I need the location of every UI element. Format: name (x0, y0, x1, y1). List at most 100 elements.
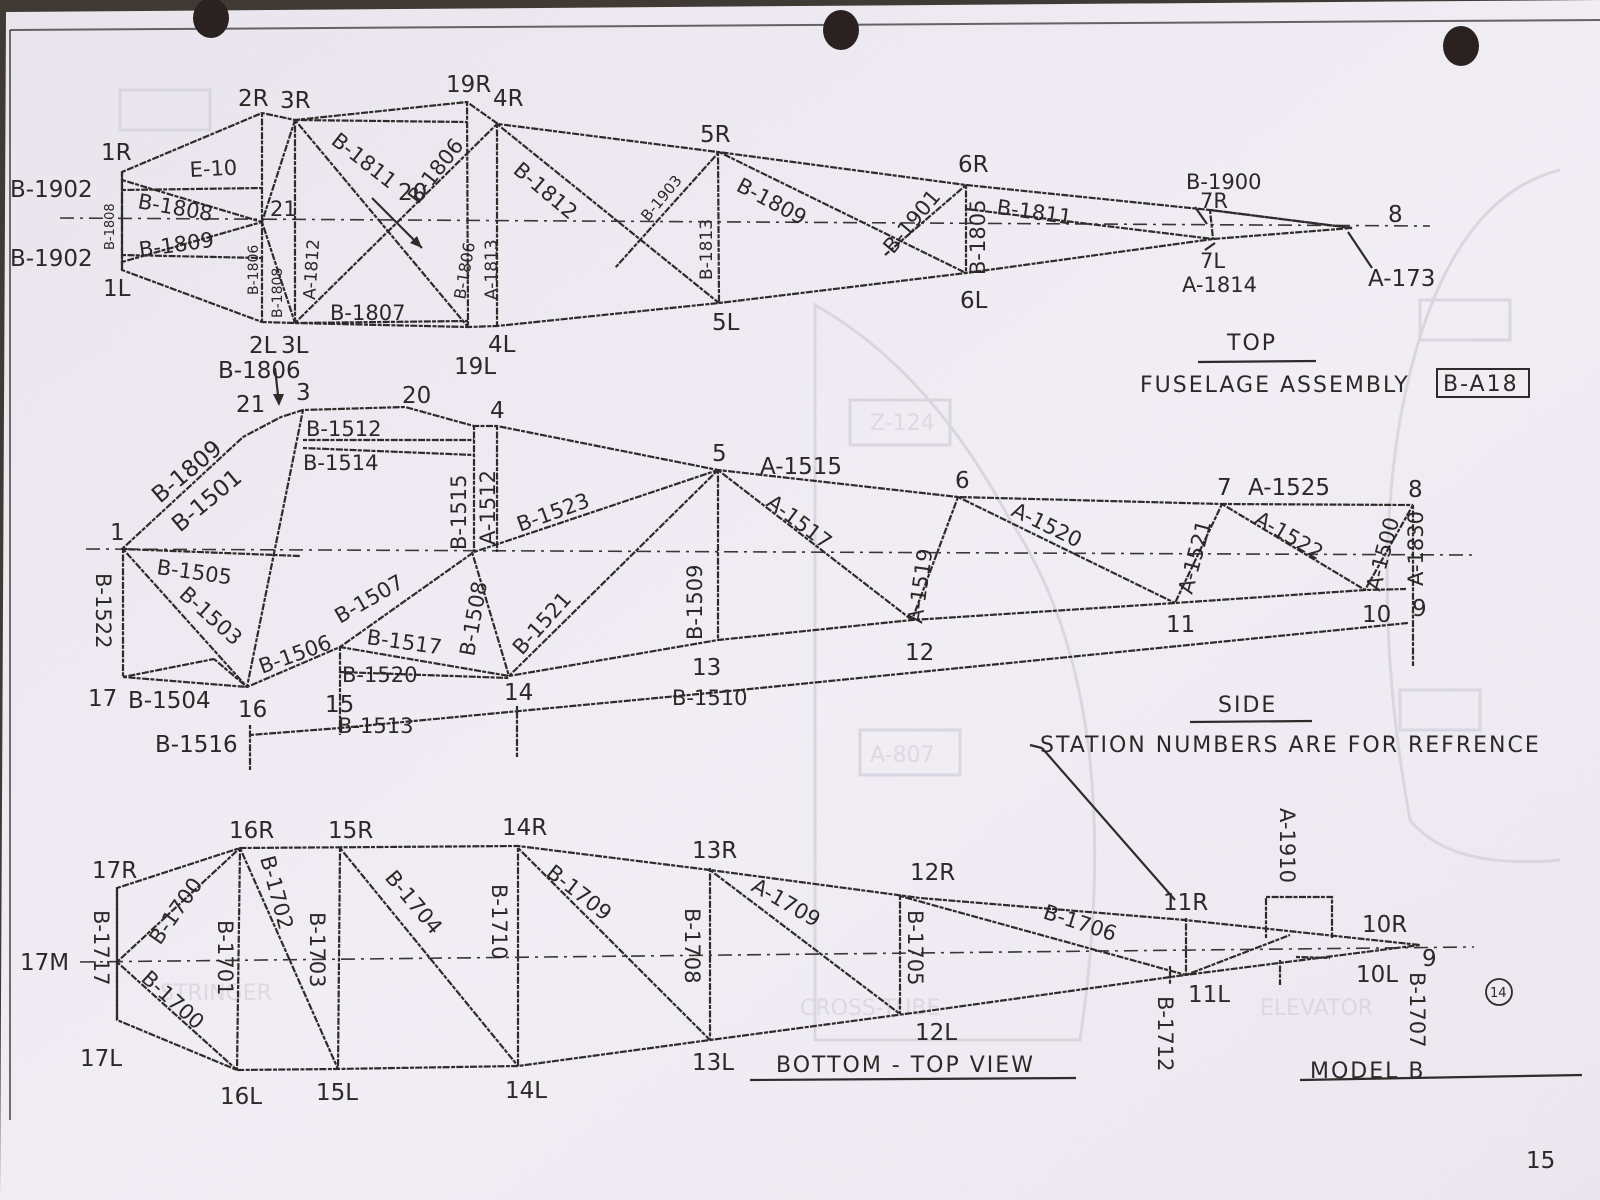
side-view-heading: SIDE (1218, 693, 1277, 718)
bottom-station-label: 15L (316, 1080, 358, 1106)
svg-text:Z-124: Z-124 (870, 411, 935, 436)
side-station-label: 14 (504, 680, 533, 706)
svg-text:STRINGER: STRINGER (160, 981, 272, 1006)
side-station-label: 7 (1217, 475, 1232, 501)
side-station-label: 21 (236, 392, 265, 418)
side-station-label: 4 (490, 398, 505, 424)
top-member-label: B-1813 (697, 219, 717, 280)
side-station-label: 17 (88, 686, 117, 712)
bottom-station-label: 10R (1362, 912, 1407, 938)
top-station-label: 2L (249, 333, 277, 359)
side-station-label: 16 (238, 697, 267, 723)
top-station-label: 4R (493, 86, 524, 112)
side-station-label: 12 (905, 640, 934, 666)
bottom-station-label: 13R (692, 838, 737, 864)
top-station-label: 5R (700, 122, 731, 148)
top-station-label: 6R (958, 152, 989, 178)
bottom-station-label: 17R (92, 858, 137, 884)
side-member-label: A-1830 (1404, 511, 1428, 586)
bottom-member-label: B-1703 (305, 912, 329, 987)
side-station-label: 3 (296, 380, 311, 406)
side-member-label: B-1515 (447, 475, 471, 550)
top-member-label: B-1807 (330, 301, 405, 325)
side-member-label: B-1516 (155, 732, 238, 758)
bottom-member-label: B-1708 (680, 908, 704, 983)
top-member-label: B-1805 (966, 200, 990, 275)
bottom-station-label: 16R (229, 818, 274, 844)
top-member-label: A-1812 (300, 238, 324, 300)
side-view: 21 3 20 4 5 6 7 8 1 17 16 15 14 13 12 11… (85, 380, 1541, 901)
top-member-label: B-1808 (270, 268, 286, 318)
assembly-number-box: B-A18 (1443, 372, 1519, 397)
bottom-member-label: B-1717 (89, 910, 113, 985)
top-station-label: 6L (960, 288, 988, 314)
top-station-label: 8 (1388, 202, 1403, 228)
svg-text:ELEVATOR: ELEVATOR (1260, 996, 1373, 1021)
top-member-label: B-1902 (10, 177, 93, 203)
svg-text:A-807: A-807 (870, 743, 935, 768)
side-member-label: A-1512 (476, 470, 500, 545)
bottom-station-label: 12L (915, 1020, 957, 1046)
top-member-label: B-1900 (1186, 170, 1261, 194)
top-member-label: B-1902 (10, 246, 93, 272)
top-station-label: 7L (1200, 249, 1225, 273)
top-station-label: 2R (238, 86, 269, 112)
bottom-station-label: 14L (505, 1078, 547, 1104)
side-station-label: 10 (1362, 602, 1391, 628)
bleed-through-drawing: Z-124 A-807 CROSS-TUBE ELEVATOR STRINGER (118, 88, 1561, 1042)
bottom-station-label: 11L (1188, 982, 1230, 1008)
punch-holes (193, 0, 1479, 66)
side-station-label: 9 (1412, 596, 1427, 622)
side-member-label: B-1514 (303, 451, 378, 475)
top-station-label: 1L (103, 276, 131, 302)
side-member-label: B-1504 (128, 688, 211, 714)
side-station-label: 5 (712, 441, 727, 467)
bottom-member-label: B-1712 (1153, 996, 1177, 1071)
page-number: 15 (1526, 1148, 1555, 1174)
top-station-label: 21 (270, 197, 297, 221)
side-member-label: B-1510 (672, 686, 747, 710)
fuselage-assembly-caption: FUSELAGE ASSEMBLY (1140, 373, 1410, 398)
side-member-label: B-1520 (342, 663, 417, 687)
bottom-member-label: B-1705 (903, 910, 927, 985)
top-member-label: B-1806 (218, 358, 301, 384)
side-station-label: 13 (692, 655, 721, 681)
side-member-label: B-1522 (91, 573, 115, 648)
top-station-label: 19R (446, 72, 491, 98)
top-station-label: 1R (101, 140, 132, 166)
side-station-label: 1 (110, 520, 125, 546)
bottom-member-label: B-1707 (1405, 972, 1429, 1047)
top-view-heading: TOP (1226, 331, 1277, 356)
side-member-label: B-1513 (338, 714, 413, 738)
top-station-label: 5L (712, 310, 740, 336)
top-station-label: 20 (398, 180, 427, 206)
bottom-member-label: B-1701 (213, 920, 237, 995)
bottom-member-label: A-1910 (1275, 808, 1299, 883)
bottom-member-label: B-1710 (487, 884, 511, 959)
top-station-label: 3L (281, 333, 309, 359)
top-member-label: A-1814 (1182, 273, 1257, 297)
station-note: STATION NUMBERS ARE FOR REFRENCE (1040, 733, 1541, 758)
top-member-label: A-1813 (482, 239, 502, 300)
side-station-label: 8 (1408, 477, 1423, 503)
bottom-station-label: 14R (502, 815, 547, 841)
top-station-label: 4L (488, 332, 516, 358)
top-member-label: B-1806 (246, 245, 262, 295)
svg-text:CROSS-TUBE: CROSS-TUBE (800, 996, 940, 1021)
side-member-label: B-1509 (683, 565, 707, 640)
bottom-station-label: 10L (1356, 962, 1398, 988)
bottom-station-label: 16L (220, 1084, 262, 1110)
top-station-label: 3R (280, 88, 311, 114)
top-member-label: E-10 (189, 156, 238, 182)
side-station-label: 15 (325, 692, 354, 718)
bottom-station-label: 17M (20, 950, 69, 976)
bottom-station-label: 11R (1163, 890, 1208, 916)
top-station-label: 7R (1200, 189, 1228, 213)
side-station-label: 6 (955, 468, 970, 494)
side-member-label: A-1525 (1248, 475, 1330, 501)
bottom-station-label: 15R (328, 818, 373, 844)
top-member-label: B-1808 (103, 203, 118, 250)
side-member-label: B-1512 (306, 417, 381, 441)
